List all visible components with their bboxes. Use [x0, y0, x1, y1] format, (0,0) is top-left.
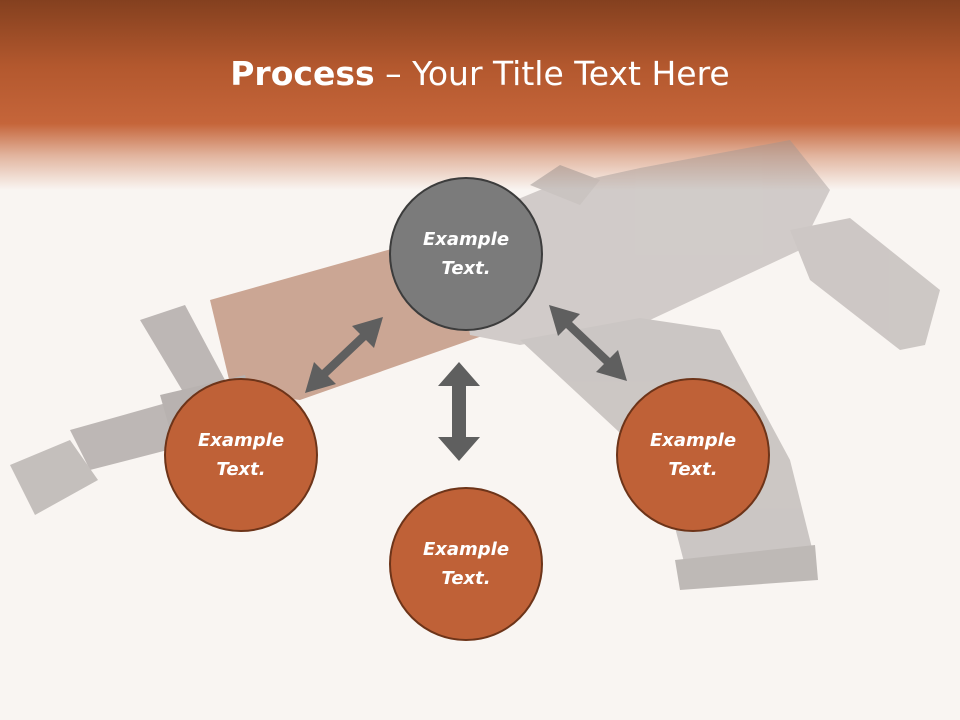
process-left-node: Example Text.	[164, 378, 318, 532]
slide-title: Process – Your Title Text Here	[0, 52, 960, 96]
bottom-node-text: Example Text.	[422, 539, 510, 589]
double-arrow-right-diagonal	[549, 305, 627, 381]
title-regular-part: – Your Title Text Here	[374, 54, 730, 93]
process-right-node: Example Text.	[616, 378, 770, 532]
title-bold-part: Process	[230, 54, 375, 93]
center-node-text: Example Text.	[422, 229, 510, 279]
process-bottom-node: Example Text.	[389, 487, 543, 641]
process-center-node: Example Text.	[389, 177, 543, 331]
double-arrow-left-diagonal	[305, 317, 383, 393]
right-node-text: Example Text.	[649, 430, 737, 480]
title-banner	[0, 0, 960, 190]
double-arrow-vertical	[438, 362, 480, 461]
left-node-text: Example Text.	[197, 430, 285, 480]
